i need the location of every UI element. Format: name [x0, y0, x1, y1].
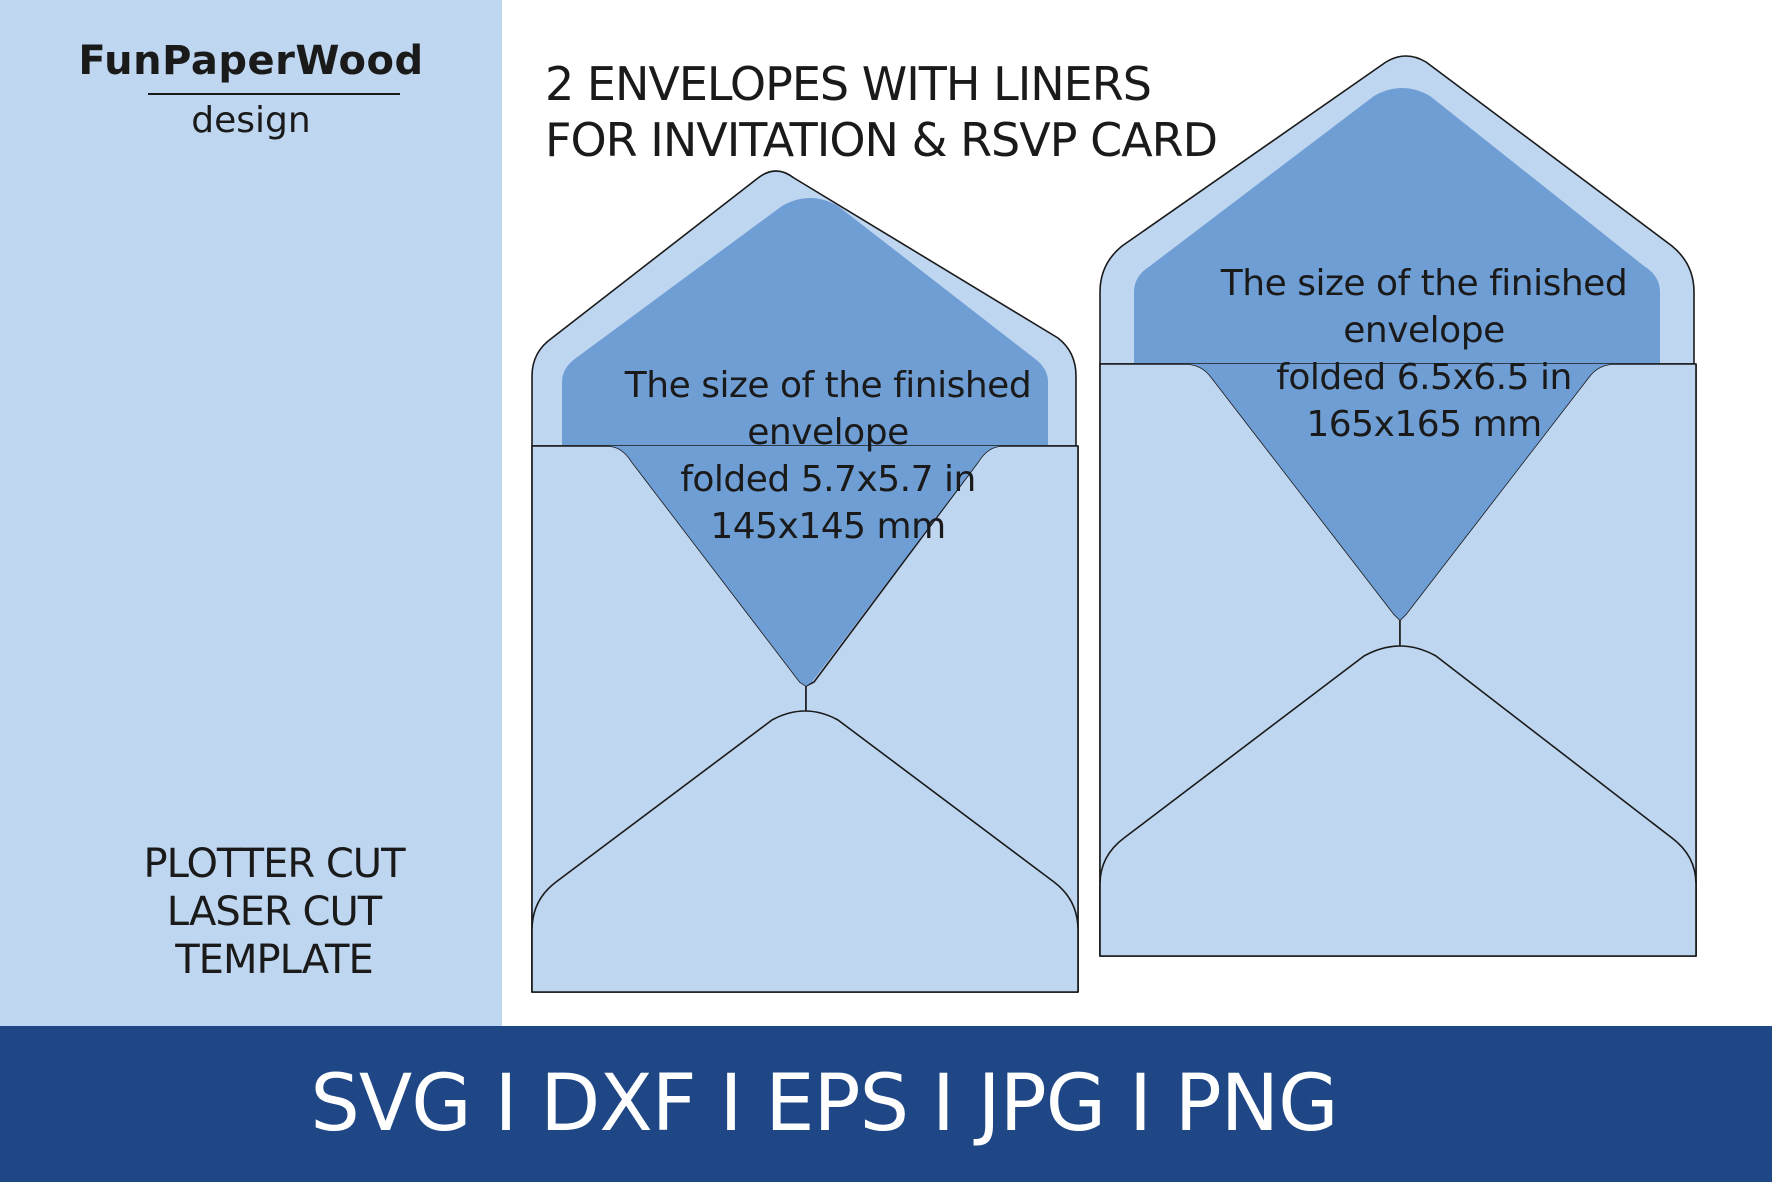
large-envelope [1099, 55, 1697, 957]
small-envelope [531, 170, 1079, 993]
cut-info: PLOTTER CUT LASER CUT TEMPLATE [0, 840, 548, 984]
headline-line: 2 ENVELOPES WITH LINERS [545, 57, 1152, 111]
brand-name: FunPaperWood [78, 38, 424, 84]
small-envelope-liner [562, 198, 1048, 446]
large-envelope-caption: The size of the finished envelope folded… [1208, 260, 1640, 448]
file-formats-label: SVG I DXF I EPS I JPG I PNG [310, 1059, 1338, 1149]
small-envelope-bottom-flap [531, 710, 1079, 993]
cut-info-line: PLOTTER CUT [143, 841, 405, 887]
headline: 2 ENVELOPES WITH LINERS FOR INVITATION &… [545, 56, 1218, 168]
caption-line: 145x145 mm [710, 506, 946, 547]
left-sidebar-panel [0, 0, 502, 1026]
caption-line: The size of the finished [1220, 263, 1628, 304]
large-envelope-liner-v [1134, 364, 1660, 620]
small-envelope-liner-v [562, 446, 1048, 686]
caption-line: envelope [1343, 310, 1505, 351]
caption-line: The size of the finished [624, 365, 1032, 406]
small-envelope-caption: The size of the finished envelope folded… [612, 362, 1044, 550]
cut-info-line: LASER CUT [166, 889, 382, 935]
large-envelope-liner [1134, 88, 1660, 364]
brand-subtitle: design [191, 100, 311, 141]
headline-line: FOR INVITATION & RSVP CARD [545, 113, 1218, 167]
caption-line: folded 6.5x6.5 in [1276, 357, 1572, 398]
caption-line: envelope [747, 412, 909, 453]
large-envelope-bottom-flap [1099, 645, 1697, 957]
envelope-templates-illustration [531, 55, 1697, 993]
caption-line: 165x165 mm [1306, 404, 1542, 445]
caption-line: folded 5.7x5.7 in [680, 459, 976, 500]
cut-info-line: TEMPLATE [175, 937, 374, 983]
footer-bar [0, 1026, 1772, 1182]
brand-divider [148, 93, 400, 95]
